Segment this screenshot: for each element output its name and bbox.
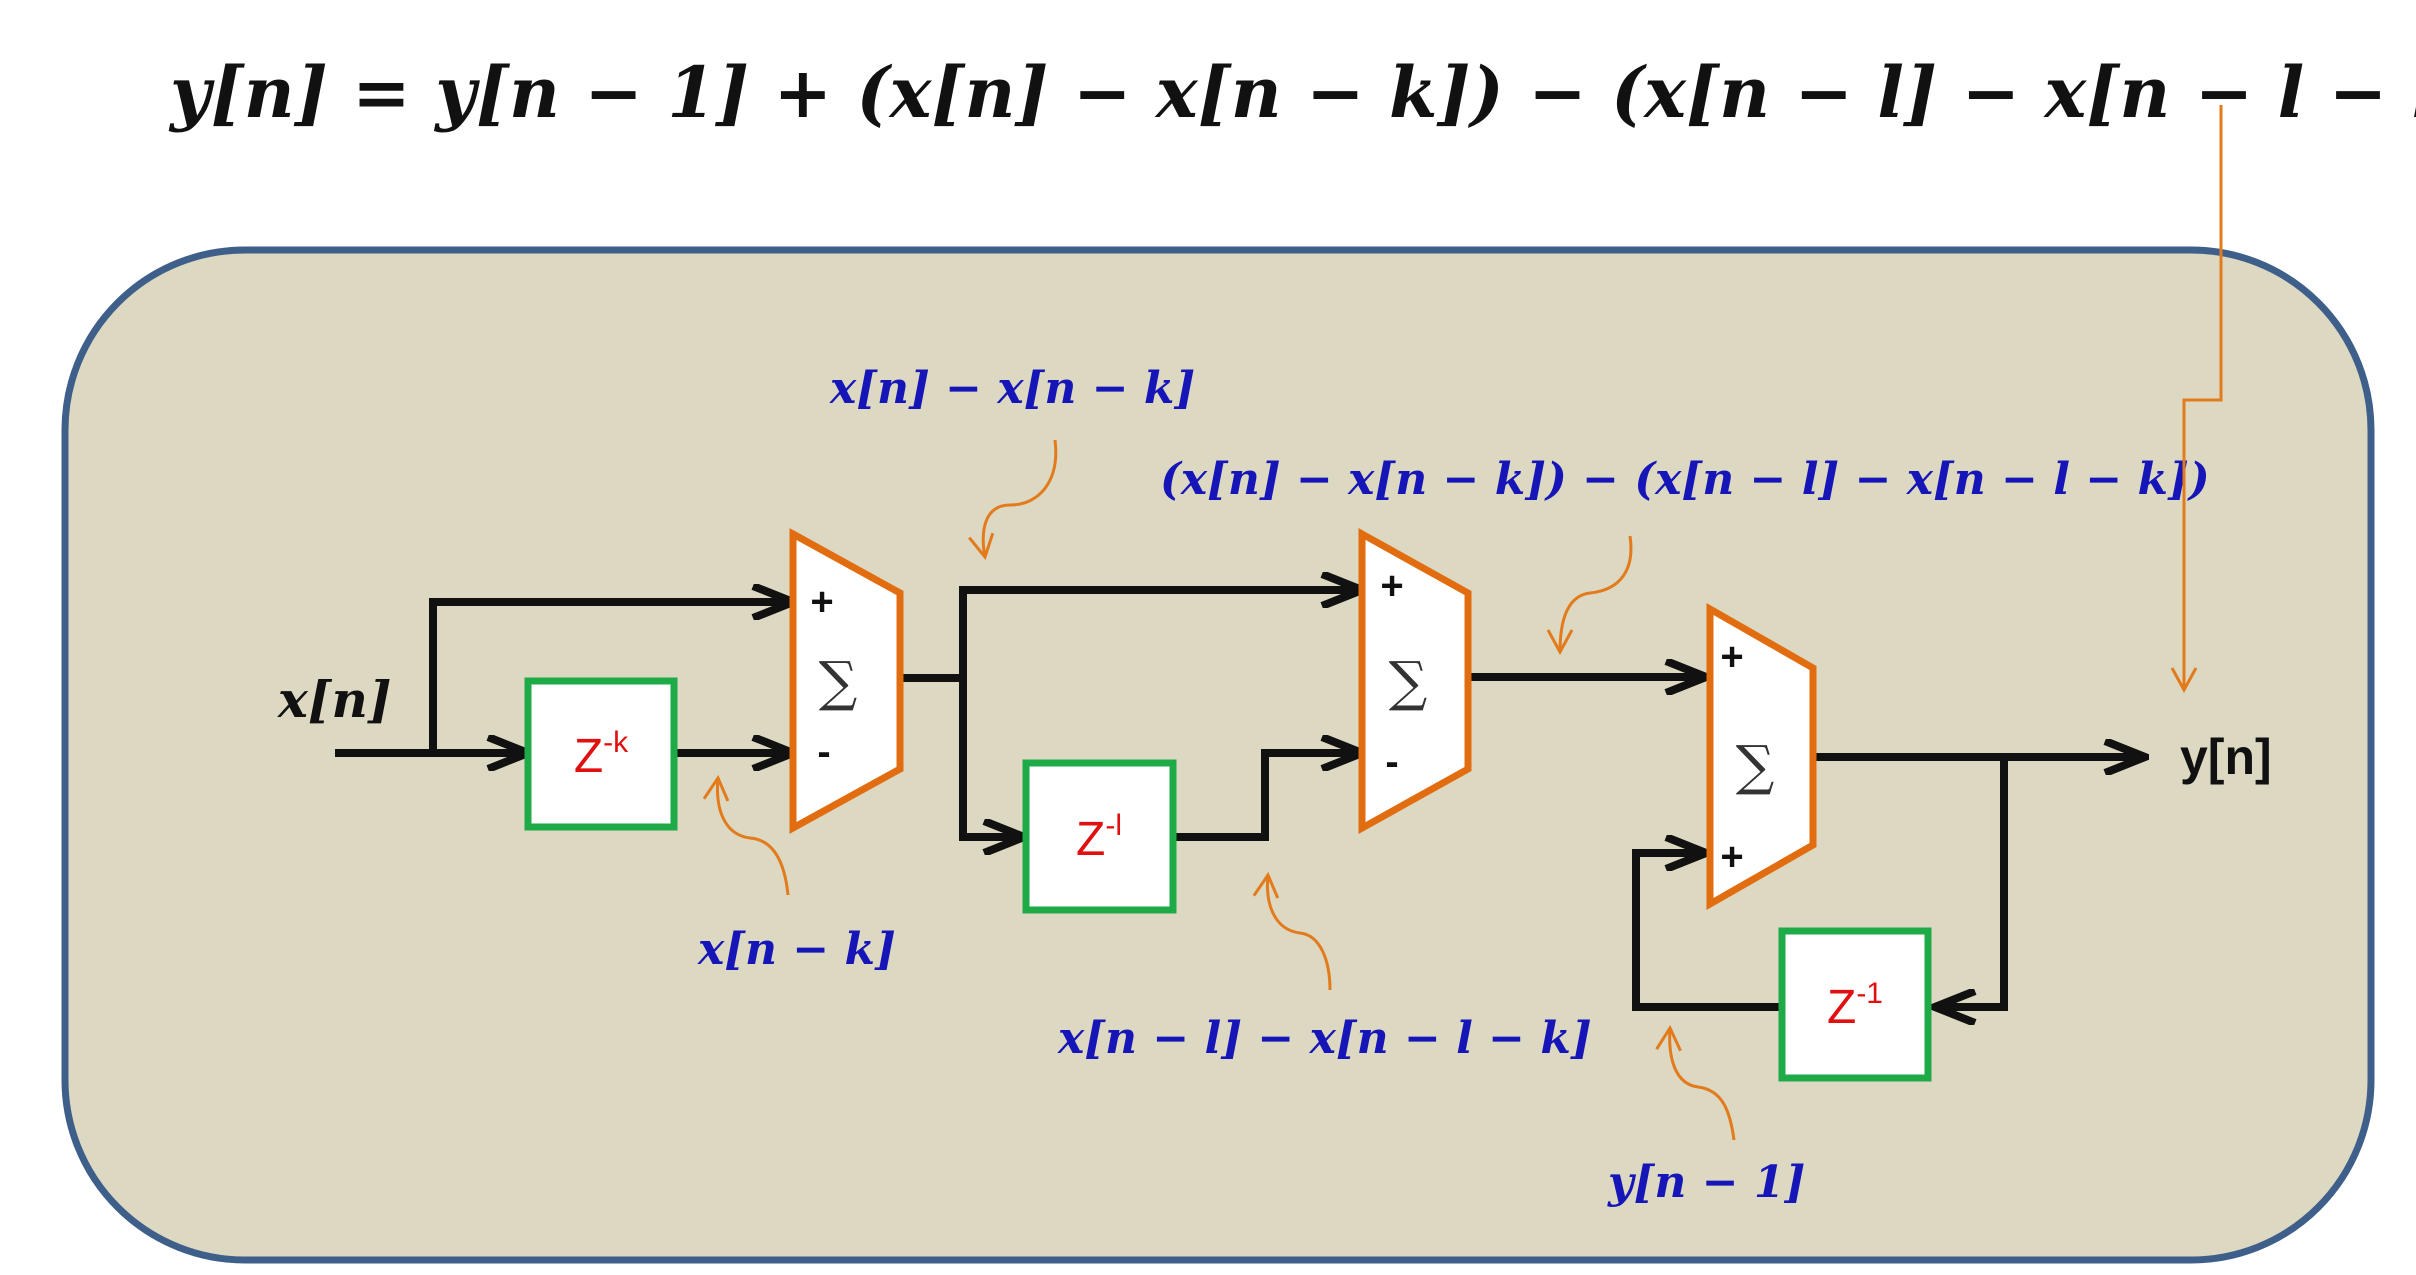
arrow-difference-1 <box>968 439 1058 561</box>
delay-label: Z-1 <box>1827 977 1883 1034</box>
summer-2: + ∑ - <box>1358 528 1472 834</box>
delay-box <box>524 677 678 831</box>
delay-block-zl: Z-l <box>1022 759 1177 914</box>
annotation-y-n-minus-1: y[n − 1] <box>1607 1157 1805 1208</box>
summer-shape <box>1358 528 1472 834</box>
minus-sign: - <box>817 730 830 774</box>
arrow-y-n-minus-1 <box>1655 1024 1736 1141</box>
annotation-x-n-minus-k: x[n − k] <box>697 924 896 975</box>
wire-sum1-to-zl <box>959 678 1024 837</box>
delay-box <box>1022 759 1177 914</box>
annotation-arrows <box>702 105 2223 1141</box>
wire-input-to-sum1-plus <box>429 602 793 753</box>
delay-label: Z-l <box>1076 809 1122 866</box>
arrow-difference-2 <box>1252 871 1332 991</box>
arrow-x-n-minus-k <box>702 774 790 896</box>
summer-shape <box>789 528 904 834</box>
wire-output-to-z1 <box>1935 757 2008 1007</box>
plus-sign: + <box>1380 564 1403 608</box>
sigma-symbol: ∑ <box>1736 734 1775 797</box>
sigma-symbol: ∑ <box>819 650 858 713</box>
signal-wires <box>335 590 2145 1007</box>
delay-block-z1: Z-1 <box>1778 927 1932 1082</box>
wire-z1-to-sum3-plus <box>1632 853 1782 1011</box>
output-label: y[n] <box>2180 729 2272 785</box>
plus-sign: + <box>1720 835 1743 879</box>
arrow-equation-to-output <box>2170 105 2223 694</box>
plus-sign: + <box>810 580 833 624</box>
minus-sign: - <box>1385 740 1398 784</box>
annotation-difference-2: x[n − l] − x[n − l − k] <box>1057 1013 1592 1064</box>
summer-3: + ∑ + <box>1706 602 1817 911</box>
delay-box <box>1778 927 1932 1082</box>
sigma-symbol: ∑ <box>1389 650 1428 713</box>
wire-zl-to-sum2-minus <box>1173 753 1362 841</box>
equation: y[n] = y[n − 1] + (x[n] − x[n − k]) − (x… <box>168 51 2416 134</box>
wire-sum1-to-sum2-plus <box>959 590 1362 678</box>
arrow-combined <box>1546 535 1633 656</box>
annotation-combined: (x[n] − x[n − k]) − (x[n − l] − x[n − l … <box>1160 454 2210 505</box>
summer-1: + ∑ - <box>789 528 904 834</box>
delay-block-zk: Z-k <box>524 677 678 831</box>
summer-shape <box>1706 602 1817 911</box>
delay-label: Z-k <box>574 726 629 783</box>
plus-sign: + <box>1720 635 1743 679</box>
input-label: x[n] <box>277 670 391 729</box>
annotation-difference-1: x[n] − x[n − k] <box>829 363 1195 414</box>
